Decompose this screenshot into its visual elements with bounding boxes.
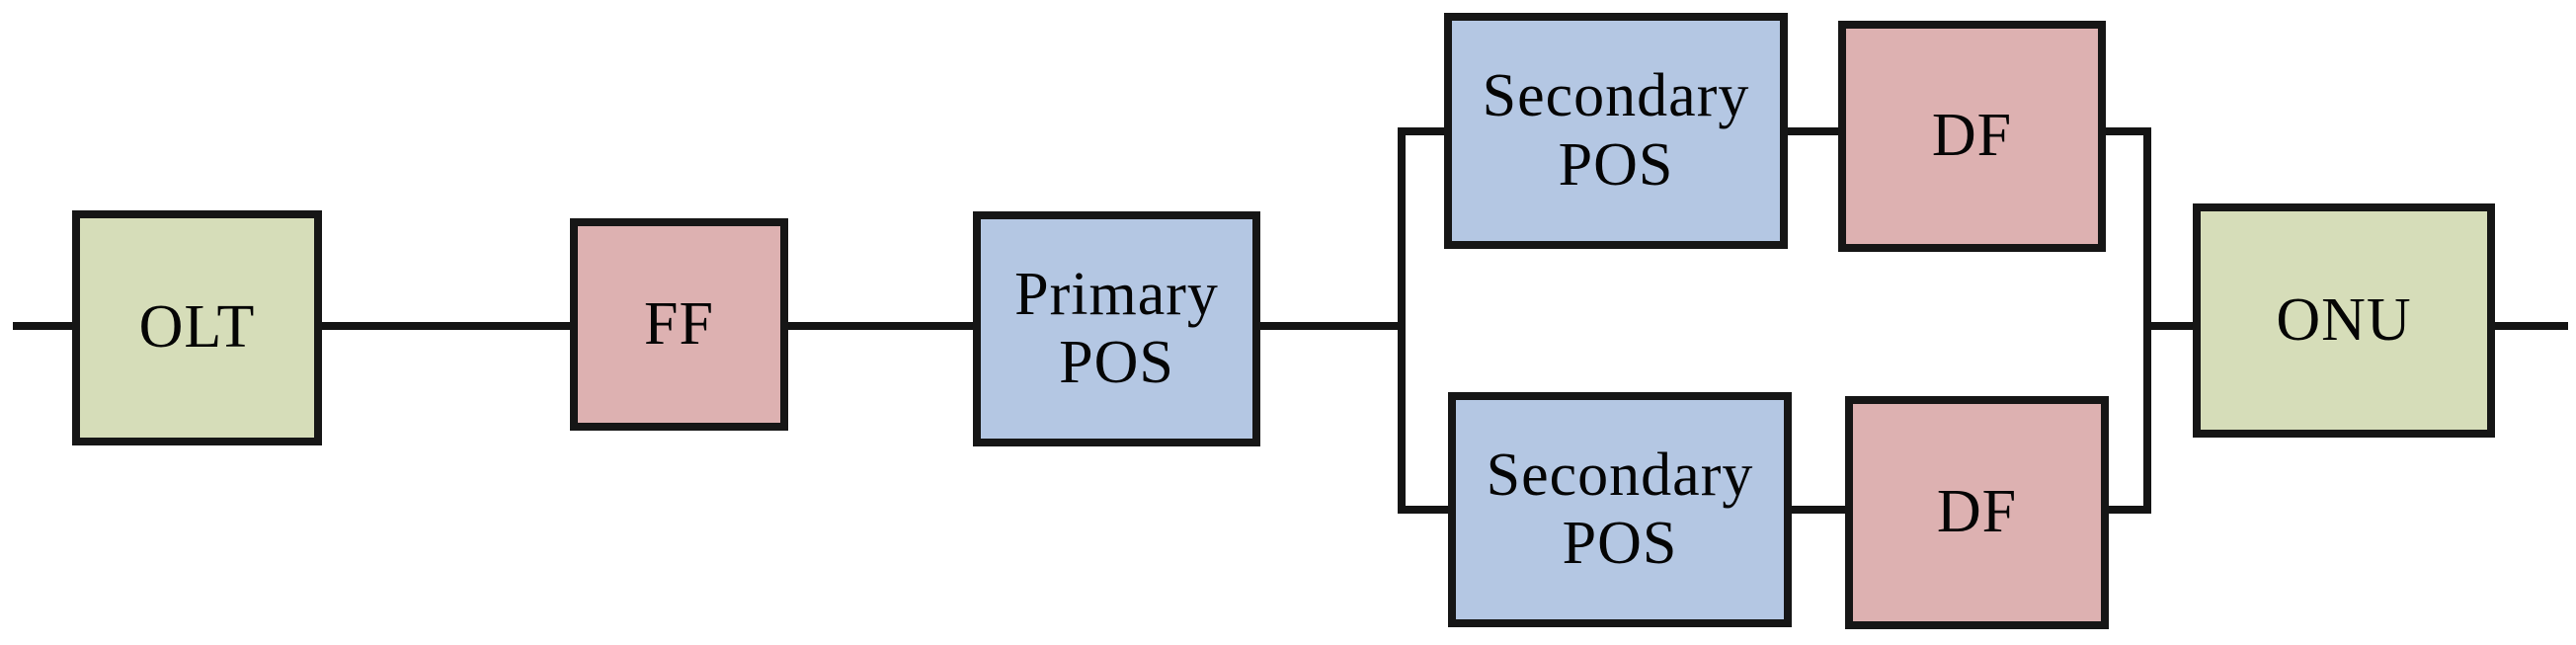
wire-output-stub — [2495, 322, 2568, 330]
wire-secondary-top-to-df-top — [1788, 127, 1838, 135]
wire-ff-to-primary-pos — [788, 322, 973, 330]
node-feeder-fiber: FF — [570, 218, 788, 431]
node-primary-pos: Primary POS — [973, 211, 1260, 446]
wire-split-to-secondary-top — [1398, 127, 1444, 135]
wire-split-vertical — [1398, 127, 1406, 514]
wire-df-top-to-merge — [2106, 127, 2151, 135]
node-secondary-pos-bottom: Secondary POS — [1448, 392, 1792, 627]
wire-secondary-bottom-to-df-bottom — [1792, 506, 1845, 514]
wire-input-stub — [13, 322, 72, 330]
wire-primary-pos-to-split — [1260, 322, 1406, 330]
node-onu: ONU — [2193, 203, 2495, 438]
wire-split-to-secondary-bottom — [1398, 506, 1448, 514]
wire-merge-to-onu — [2143, 322, 2193, 330]
node-secondary-pos-top: Secondary POS — [1444, 13, 1788, 249]
wire-merge-vertical — [2143, 127, 2151, 514]
node-distribution-fiber-top: DF — [1838, 21, 2106, 252]
node-distribution-fiber-bottom: DF — [1845, 396, 2109, 629]
wire-df-bottom-to-merge — [2109, 506, 2151, 514]
node-olt: OLT — [72, 210, 322, 445]
wire-olt-to-ff — [322, 322, 570, 330]
